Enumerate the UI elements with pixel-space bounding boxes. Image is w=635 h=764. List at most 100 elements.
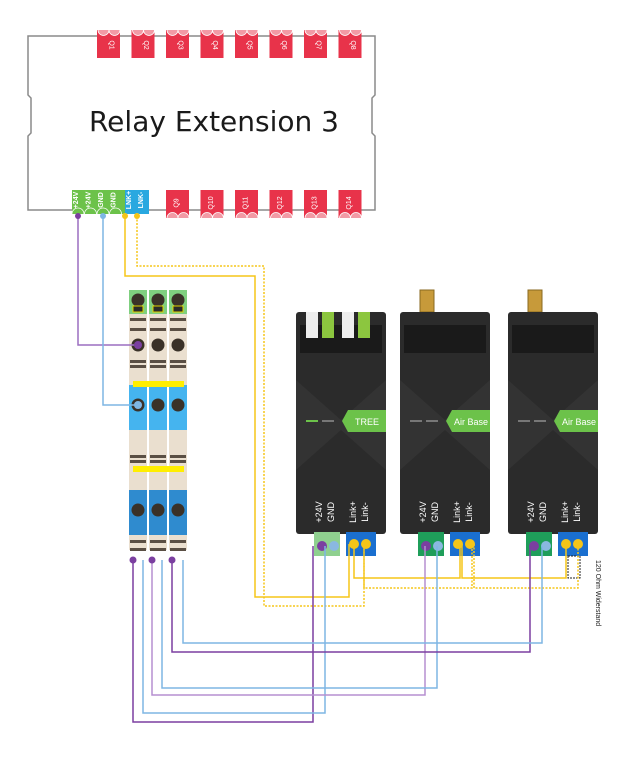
link-terminal-block xyxy=(125,190,149,214)
wire-dot xyxy=(100,213,106,219)
output-label: Q14 xyxy=(346,196,353,209)
power-terminal-label: +24V xyxy=(86,191,93,208)
output-terminal-q2: Q2 xyxy=(131,29,155,58)
output-terminal-q5: Q5 xyxy=(235,29,259,58)
plus24v-screw xyxy=(421,541,431,551)
output-block xyxy=(200,30,224,58)
output-block xyxy=(338,190,362,218)
output-terminal-q13: Q13 xyxy=(304,190,328,219)
wire-dot xyxy=(168,556,176,564)
output-label: Q8 xyxy=(349,40,356,49)
output-label: Q5 xyxy=(246,40,253,49)
device-terminal-label: GND xyxy=(326,502,336,523)
link-terminal-strip: LNK+LNK- xyxy=(125,190,149,214)
wire-24v-tree xyxy=(132,546,314,723)
screw-hole xyxy=(151,338,165,352)
output-label: Q13 xyxy=(312,196,319,209)
device-terminal-label: Link+ xyxy=(452,501,462,523)
output-label: Q10 xyxy=(208,196,215,209)
output-block xyxy=(269,190,293,218)
device-terminal-label: GND xyxy=(538,502,548,523)
rib xyxy=(170,365,186,368)
screw-slots xyxy=(235,212,259,219)
power-terminal-label: GND xyxy=(111,192,118,208)
screw-slots xyxy=(270,29,293,36)
rib xyxy=(130,460,146,463)
device-terminal-label: Link- xyxy=(464,502,474,522)
connector-green xyxy=(322,312,334,338)
status-led xyxy=(426,420,438,422)
status-led xyxy=(410,420,422,422)
output-terminal-q11: Q11 xyxy=(235,190,259,219)
wire-gnd-tree xyxy=(142,546,326,714)
screw-hole xyxy=(171,503,185,517)
device-name-tag xyxy=(446,410,490,432)
rib xyxy=(170,360,186,363)
status-led xyxy=(306,420,318,422)
output-terminal-q4: Q4 xyxy=(200,29,224,58)
rib xyxy=(150,455,166,458)
link-minus-screw xyxy=(361,539,371,549)
screw-slots xyxy=(304,212,328,219)
rib xyxy=(170,540,186,543)
rib xyxy=(130,548,146,551)
output-terminal-q7: Q7 xyxy=(304,29,328,58)
output-label: Q4 xyxy=(211,40,218,49)
screw-hole xyxy=(131,503,145,517)
gnd-screw xyxy=(433,541,443,551)
slot xyxy=(152,305,164,313)
rib xyxy=(150,365,166,368)
output-label: Q9 xyxy=(174,198,181,207)
device-vent xyxy=(512,325,594,353)
wire-link-bus-minus xyxy=(473,544,579,589)
screw-slots xyxy=(97,29,121,36)
output-block xyxy=(97,30,120,58)
status-led xyxy=(534,420,546,422)
connector-white xyxy=(306,312,318,338)
power-terminal-label: GND xyxy=(98,192,105,208)
gnd-screw xyxy=(541,541,551,551)
output-label: Q7 xyxy=(315,40,322,49)
screw-slots xyxy=(201,212,224,219)
bottom-outputs: Q9 Q10 Q11 Q12 Q13 Q14 xyxy=(166,190,362,219)
screw-slots xyxy=(339,29,362,36)
wire-link-bus-minus xyxy=(363,544,473,589)
wire-link-minus xyxy=(136,216,365,607)
device-facet xyxy=(508,380,598,470)
antenna-connector-icon xyxy=(527,289,543,313)
output-terminal-q6: Q6 xyxy=(269,29,293,58)
screw-slots xyxy=(304,29,328,36)
rib xyxy=(170,548,186,551)
wire-dot xyxy=(134,401,142,409)
wire-gnd-airbase2 xyxy=(182,546,543,644)
output-terminal-q12: Q12 xyxy=(269,190,293,219)
bridge-bar-upper xyxy=(133,381,184,387)
resistor-note: 120 Ohm Widerstand xyxy=(594,560,601,626)
output-block xyxy=(304,30,327,58)
output-label: Q6 xyxy=(280,40,287,49)
terminal-slot xyxy=(109,207,122,215)
gnd-screw xyxy=(329,541,339,551)
screw-slots xyxy=(270,212,293,219)
output-label: Q11 xyxy=(243,197,250,210)
output-terminal-q1: Q1 xyxy=(97,29,121,58)
device-name-tag xyxy=(342,410,386,432)
wire-24v-airbase1 xyxy=(151,546,426,696)
rib xyxy=(170,455,186,458)
device-name: Air Base xyxy=(562,417,596,427)
wire-dot xyxy=(134,213,140,219)
wire-dot xyxy=(129,556,137,564)
output-label: Q12 xyxy=(277,196,284,209)
rib xyxy=(130,365,146,368)
terminal-column xyxy=(149,290,167,551)
output-label: Q2 xyxy=(142,40,149,49)
wires xyxy=(75,213,579,723)
screw-slots xyxy=(132,29,155,36)
wire-gnd-relay xyxy=(102,216,138,406)
device-terminal-label: Link- xyxy=(360,502,370,522)
resistor-annotation: 120 Ohm Widerstand xyxy=(594,560,601,626)
screw-slots xyxy=(339,212,362,219)
